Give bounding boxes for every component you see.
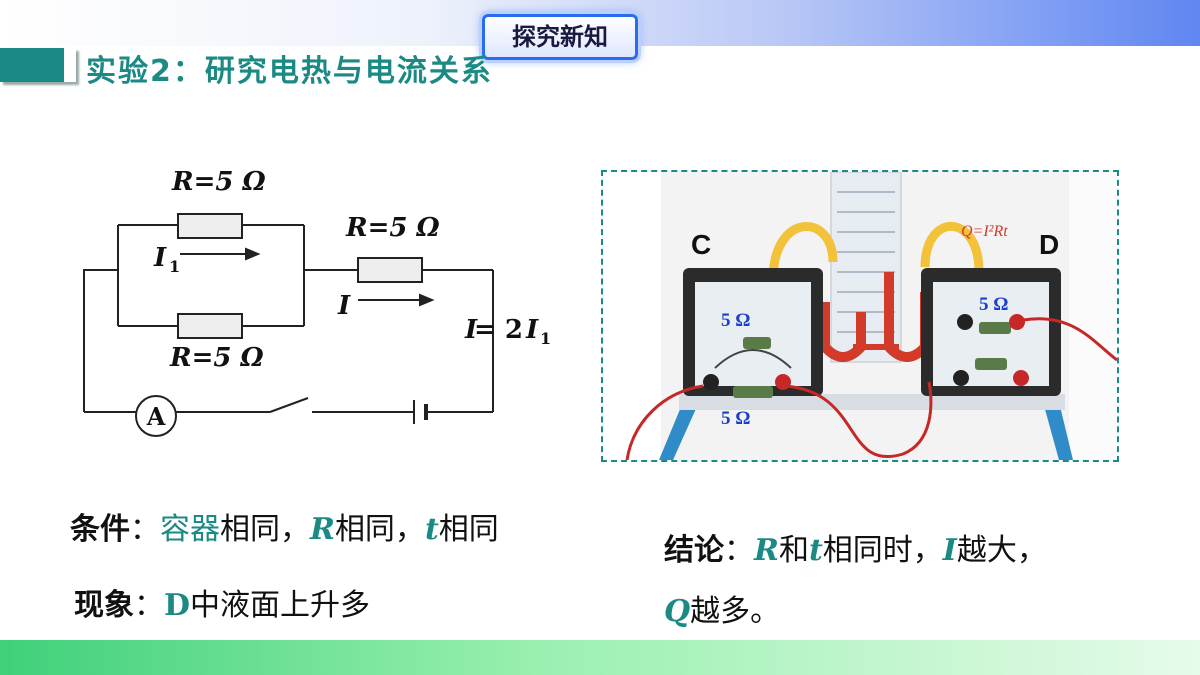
condition-part1: 容器	[160, 512, 220, 547]
ammeter	[135, 395, 177, 437]
title-accent-bar	[0, 48, 76, 82]
condition-part2: 相同，	[220, 512, 310, 547]
conclusion-part6: 越大，	[956, 533, 1047, 568]
conclusion-label: 结论	[664, 533, 724, 568]
conclusion-line2: Q越多。	[664, 586, 780, 630]
photo-r-c-top: 5 Ω	[721, 310, 750, 331]
conclusion-part7: Q	[664, 594, 691, 629]
conclusion-part4: 相同时，	[822, 533, 943, 568]
page-title: 实验2：研究电热与电流关系	[86, 54, 493, 89]
condition-label: 条件	[70, 512, 130, 547]
phenomenon-label: 现象	[74, 588, 134, 623]
section-badge-label: 探究新知	[512, 23, 608, 51]
relation-sub: 1	[540, 329, 551, 348]
title-accent-gap	[64, 48, 76, 82]
label-r-series: R=5 Ω	[345, 213, 440, 243]
label-i1-sub: 1	[169, 257, 180, 276]
conclusion-part8: 越多。	[690, 594, 781, 629]
phenomenon-part2: 中液面上升多	[190, 588, 371, 623]
condition-part6: 相同	[438, 512, 499, 547]
photo-r-d: 5 Ω	[979, 294, 1008, 315]
phenomenon-line: 现象：D中液面上升多	[74, 580, 370, 624]
switch-blade	[269, 397, 309, 413]
section-badge: 探究新知	[472, 6, 642, 62]
label-i: I	[337, 291, 351, 321]
ammeter-label: A	[146, 402, 166, 431]
conclusion-part2: 和	[778, 533, 809, 568]
photo-r-c-bottom: 5 Ω	[721, 408, 750, 429]
label-r-bottom: R=5 Ω	[169, 343, 264, 373]
apparatus-illustration: C D Q=I²Rt 5 Ω 5 Ω 5 Ω	[603, 172, 1117, 460]
conclusion-part5: I	[942, 533, 957, 568]
resistor-top	[177, 213, 243, 239]
condition-part5: t	[424, 512, 439, 547]
photo-label-c: C	[691, 229, 711, 260]
label-r-top: R=5 Ω	[171, 167, 266, 197]
relation-eq: = 2	[474, 315, 523, 345]
conclusion-part3: t	[808, 533, 823, 568]
relation-i: I	[464, 315, 478, 345]
resistor-series	[357, 257, 423, 283]
circuit-diagram: A R=5 Ω R=5 Ω R=5 Ω I 1 I I = 2 I 1	[83, 167, 551, 437]
condition-line: 条件：容器相同，R相同，t相同	[70, 504, 499, 548]
phenomenon-colon: ：	[134, 588, 164, 623]
wire-left	[83, 269, 118, 412]
relation-i1: I	[525, 315, 539, 345]
photo-formula: Q=I²Rt	[961, 223, 1008, 240]
condition-part3: R	[310, 512, 335, 547]
condition-colon: ：	[130, 512, 160, 547]
apparatus-photo: C D Q=I²Rt 5 Ω 5 Ω 5 Ω	[601, 170, 1119, 462]
condition-part4: 相同，	[334, 512, 425, 547]
conclusion-colon: ：	[724, 533, 754, 568]
conclusion-line1: 结论：R和t相同时，I越大，	[664, 525, 1047, 569]
phenomenon-part1: D	[164, 588, 191, 623]
resistor-bottom	[177, 313, 243, 339]
photo-label-d: D	[1039, 229, 1059, 260]
label-i1: I	[153, 243, 167, 273]
bottom-banner	[0, 640, 1200, 675]
conclusion-part1: R	[754, 533, 779, 568]
